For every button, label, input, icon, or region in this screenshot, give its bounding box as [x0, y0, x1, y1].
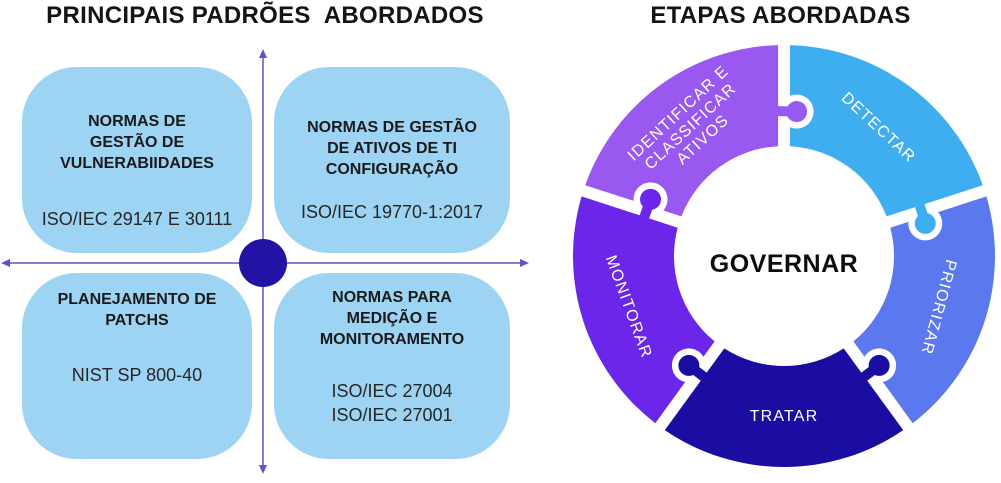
box-standard: ISO/IEC 27004 — [331, 381, 453, 401]
segment-monitorar — [573, 196, 715, 424]
segment-detectar — [789, 45, 983, 217]
puzzle-knob — [678, 354, 700, 376]
puzzle-knob — [914, 212, 936, 234]
puzzle-knob — [640, 188, 662, 210]
box-heading: NORMAS DE GESTÃO DE VULNERABIIDADES — [60, 113, 214, 172]
box-heading: NORMAS PARA MEDIÇÃO E MONITORAMENTO — [319, 289, 465, 348]
puzzle-connectors — [633, 94, 943, 383]
center-label: GOVERNAR — [710, 250, 858, 278]
puzzle-knob — [786, 101, 808, 123]
arrow-left-icon — [1, 259, 10, 267]
box-standard: NIST SP 800-40 — [71, 365, 203, 385]
arrow-up-icon — [259, 49, 267, 58]
box-standard: ISO/IEC 19770-1:2017 — [300, 202, 484, 222]
segment-label-text: TRATAR — [750, 408, 819, 425]
box-normas-medicao-monitoramento: NORMAS PARA MEDIÇÃO E MONITORAMENTO ISO/… — [274, 273, 510, 459]
box-heading: NORMAS DE GESTÃO DE ATIVOS DE TI CONFIGU… — [307, 119, 477, 178]
box-heading: PLANEJAMENTO DE PATCHS — [57, 291, 217, 329]
quadrant-axes — [1, 49, 529, 474]
box-standard: ISO/IEC 27001 — [331, 405, 453, 425]
segment-identificar-classificar-ativos — [585, 45, 779, 217]
box-planejamento-patchs: PLANEJAMENTO DE PATCHS NIST SP 800-40 — [22, 273, 252, 459]
arrow-right-icon — [520, 259, 529, 267]
center-dot — [239, 239, 287, 287]
box-normas-gestao-vulnerabilidades: NORMAS DE GESTÃO DE VULNERABIIDADES ISO/… — [22, 67, 252, 253]
segment-tratar — [664, 348, 904, 467]
box-standard: ISO/IEC 29147 E 30111 — [41, 209, 233, 229]
arrow-down-icon — [259, 465, 267, 474]
box-normas-gestao-ativos-ti: NORMAS DE GESTÃO DE ATIVOS DE TI CONFIGU… — [274, 67, 510, 253]
label-tratar: TRATAR — [750, 408, 819, 425]
left-panel-title: PRINCIPAIS PADRÕES ABORDADOS — [46, 2, 484, 29]
puzzle-knob — [868, 354, 890, 376]
right-panel-title: ETAPAS ABORDADAS — [650, 2, 911, 29]
